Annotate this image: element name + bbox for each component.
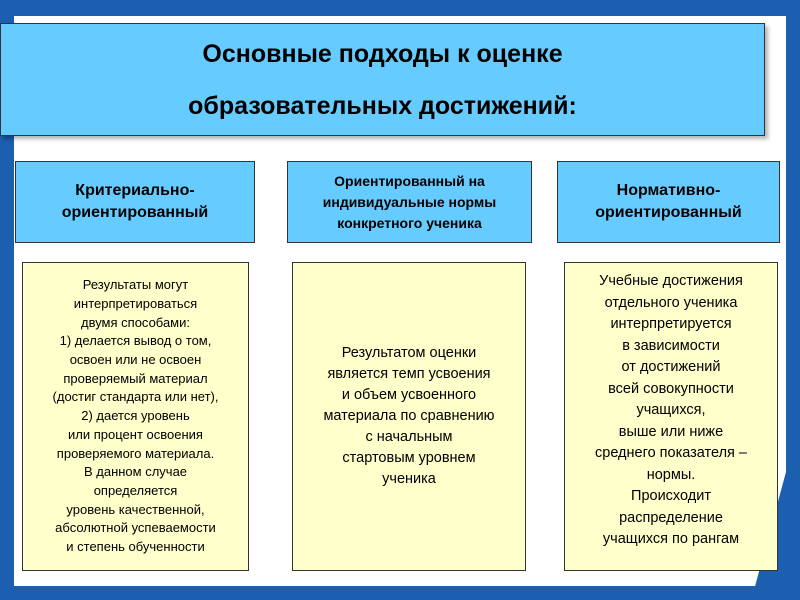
- body-line: 2) дается уровень: [81, 408, 190, 424]
- body-line: выше или ниже: [618, 423, 724, 440]
- body-line: 1) делается вывод о том,: [59, 333, 212, 349]
- body-line: отдельного ученика: [604, 294, 738, 311]
- body-line: учащихся,: [636, 402, 706, 418]
- header-line: конкретного ученика: [337, 214, 482, 231]
- title-line: образовательных достижений:: [188, 91, 577, 120]
- header-criterion: Критериально- ориентированный: [15, 161, 255, 243]
- body-line: учащихся по рангам: [602, 531, 740, 547]
- body-line: стартовым уровнем: [342, 450, 476, 466]
- body-line: двумя способами:: [81, 314, 190, 330]
- body-normative: Учебные достижения отдельного ученика инте…: [564, 262, 778, 571]
- body-line: распределение: [619, 509, 723, 526]
- header-line: индивидуальные нормы: [322, 193, 497, 210]
- body-line: и объем усвоенного: [341, 387, 477, 403]
- body-line: является темп усвоения: [327, 366, 491, 382]
- body-line: Результаты могут: [82, 277, 189, 293]
- header-individual: Ориентированный на индивидуальные нормы …: [287, 161, 532, 243]
- body-line: с начальным: [365, 429, 453, 445]
- body-line: нормы.: [646, 466, 696, 483]
- body-line: среднего показателя –: [595, 445, 747, 461]
- body-line: и степень обученности: [66, 539, 205, 555]
- header-line: Критериально-: [75, 182, 195, 199]
- body-line: уровень качественной,: [66, 501, 205, 517]
- body-line: определяется: [93, 482, 178, 498]
- body-line: (достиг стандарта или нет),: [52, 389, 219, 405]
- body-line: Происходит: [631, 488, 711, 504]
- header-line: ориентированный: [61, 204, 209, 221]
- body-line: Результатом оценки: [341, 345, 477, 361]
- body-individual: Результатом оценки является темп усвоения…: [292, 262, 526, 571]
- title-line: Основные подходы к оценке: [202, 39, 563, 68]
- slide-title: Основные подходы к оценке образовательны…: [0, 23, 765, 136]
- header-line: ориентированный: [595, 204, 742, 221]
- body-line: интерпретироваться: [73, 295, 198, 311]
- body-line: интерпретируется: [610, 316, 732, 332]
- body-line: проверяемый материал: [63, 370, 208, 386]
- body-line: от достижений: [621, 359, 721, 375]
- body-line: или процент освоения: [68, 426, 203, 442]
- header-line: Ориентированный на: [334, 172, 485, 189]
- body-line: В данном случае: [83, 464, 188, 480]
- body-line: в зависимости: [622, 337, 720, 354]
- body-line: освоен или не освоен: [69, 352, 202, 368]
- header-normative: Нормативно- ориентированный: [557, 161, 780, 243]
- body-line: ученика: [382, 471, 436, 487]
- body-line: проверяемого материала.: [56, 445, 215, 461]
- body-line: материала по сравнению: [323, 408, 495, 424]
- body-line: всей совокупности: [608, 380, 734, 397]
- body-line: Учебные достижения: [599, 273, 743, 289]
- body-line: абсолютной успеваемости: [55, 520, 216, 536]
- header-line: Нормативно-: [616, 182, 721, 199]
- body-criterion: Результаты могут интерпретироваться двумя …: [22, 262, 249, 571]
